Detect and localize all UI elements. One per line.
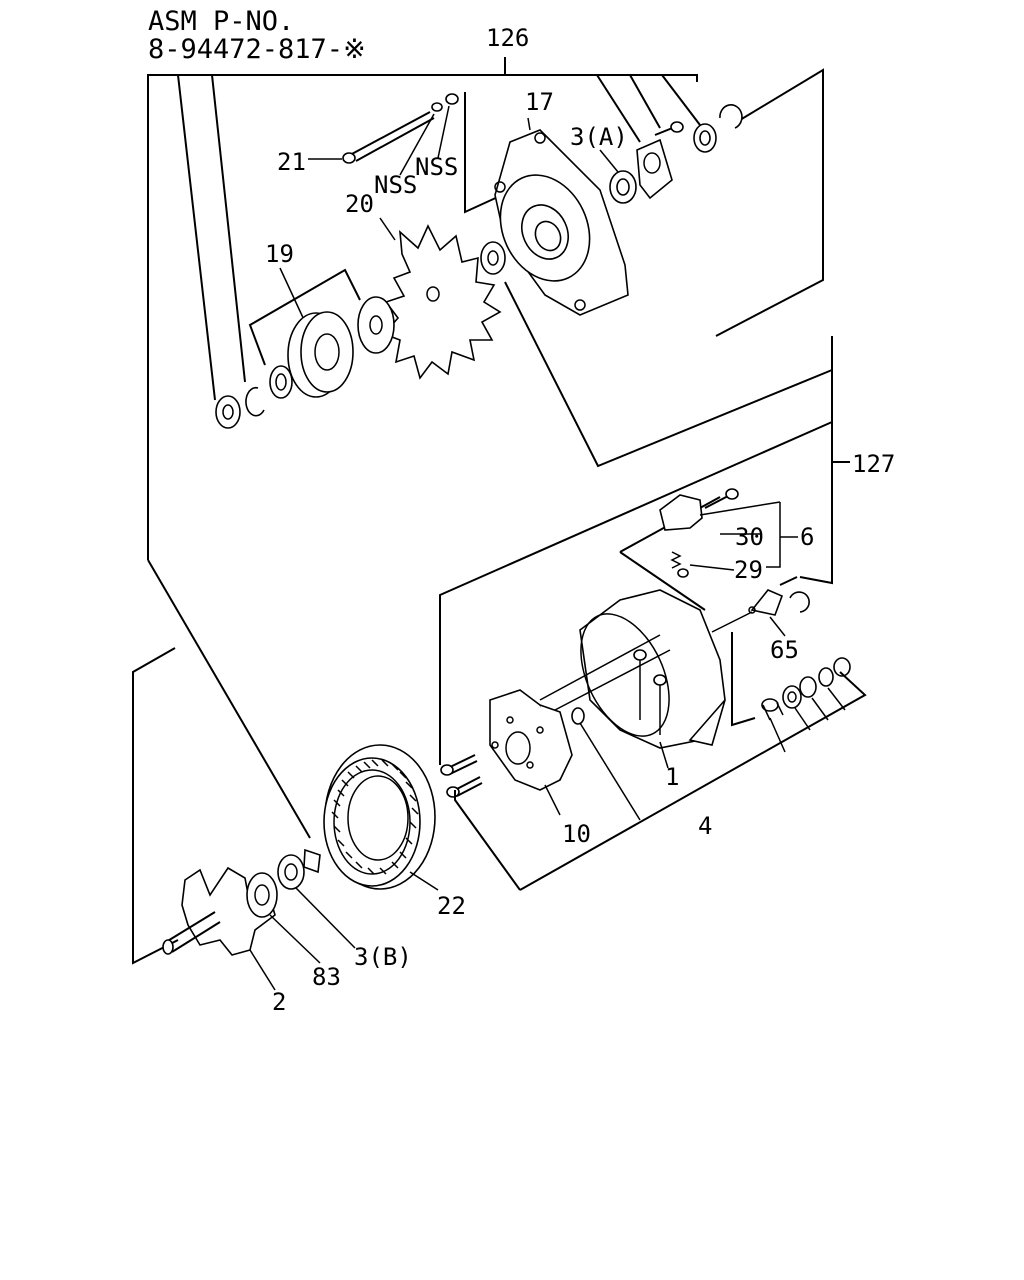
fan-20 <box>379 217 502 380</box>
label-29: 29 <box>734 556 763 584</box>
rotor-bracket <box>132 647 179 965</box>
label-22: 22 <box>437 892 466 920</box>
label-126: 126 <box>486 24 529 52</box>
label-3a: 3(A) <box>570 123 628 151</box>
rear-housing-1 <box>579 589 726 769</box>
bracket-bolt <box>654 121 684 136</box>
terminal-hardware <box>519 632 867 891</box>
front-housing-17 <box>494 117 629 316</box>
label-21: 21 <box>277 148 306 176</box>
terminal-65 <box>711 576 810 637</box>
group-126-bracket <box>147 57 824 560</box>
spring-29 <box>670 551 735 578</box>
label-17: 17 <box>525 88 554 116</box>
bearing-3b <box>277 848 356 949</box>
asm-title: ASM P-NO. <box>148 6 294 37</box>
label-65: 65 <box>770 636 799 664</box>
label-83: 83 <box>312 963 341 991</box>
pulley-19 <box>215 267 395 429</box>
top-washers <box>693 104 743 153</box>
spacer-washer <box>480 241 506 275</box>
label-20: 20 <box>345 190 374 218</box>
label-nss-1: NSS <box>374 171 417 199</box>
through-bolt-21 <box>308 111 435 164</box>
label-4: 4 <box>698 812 712 840</box>
label-6: 6 <box>800 523 814 551</box>
bearing-3a <box>599 138 673 204</box>
label-1: 1 <box>665 763 679 791</box>
stator-22 <box>323 744 439 891</box>
label-10: 10 <box>562 820 591 848</box>
bracket-6 <box>766 502 781 568</box>
brush-holder-30 <box>659 488 781 535</box>
rotor-2 <box>162 866 321 991</box>
label-3b: 3(B) <box>354 943 412 971</box>
rectifier-10 <box>489 634 671 821</box>
rectifier-screws <box>440 754 521 891</box>
label-127: 127 <box>852 450 895 478</box>
label-nss-2: NSS <box>415 153 458 181</box>
asm-part-number: 8-94472-817-※ <box>148 34 366 65</box>
label-2: 2 <box>272 988 286 1016</box>
leader-126-to-rotor <box>147 559 311 839</box>
nss-washers <box>399 93 459 176</box>
label-19: 19 <box>265 240 294 268</box>
label-30: 30 <box>735 523 764 551</box>
